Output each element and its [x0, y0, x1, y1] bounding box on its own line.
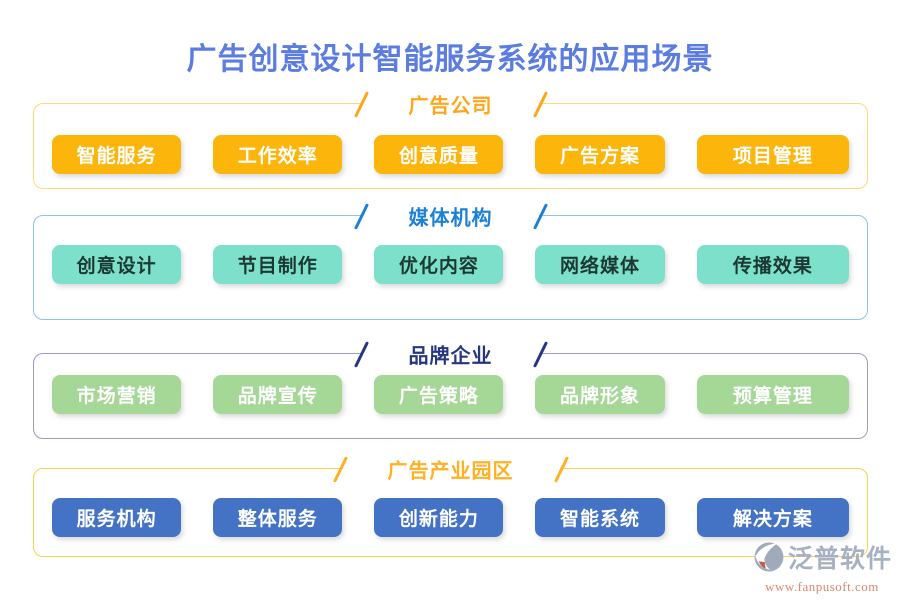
scenario-button[interactable]: 优化内容 [374, 245, 504, 284]
section-header: 广告产业园区 [332, 452, 569, 486]
scenario-button[interactable]: 创意质量 [374, 135, 504, 174]
scenario-button[interactable]: 整体服务 [213, 498, 343, 537]
scenario-button[interactable]: 网络媒体 [535, 245, 665, 284]
section-header: 媒体机构 [353, 199, 548, 233]
scenario-button[interactable]: 市场营销 [52, 375, 182, 414]
watermark-brand: 泛普软件 [787, 546, 892, 574]
section-header: 品牌企业 [353, 337, 548, 371]
section-title: 品牌企业 [362, 337, 539, 371]
scenario-button[interactable]: 广告方案 [535, 135, 665, 174]
section-title: 广告产业园区 [341, 452, 560, 486]
section-brand-enterprise: 品牌企业 市场营销品牌宣传广告策略品牌形象预算管理 [33, 337, 868, 439]
scenario-button[interactable]: 节目制作 [213, 245, 343, 284]
scenario-button[interactable]: 项目管理 [696, 135, 850, 174]
scenario-button[interactable]: 品牌宣传 [213, 375, 343, 414]
fanpusoft-logo-icon [752, 540, 786, 579]
scenario-button[interactable]: 智能系统 [535, 498, 665, 537]
scenario-button[interactable]: 工作效率 [213, 135, 343, 174]
button-row: 创意设计节目制作优化内容网络媒体传播效果 [52, 245, 850, 284]
button-row: 市场营销品牌宣传广告策略品牌形象预算管理 [52, 375, 850, 414]
scenario-button[interactable]: 预算管理 [696, 375, 850, 414]
scenario-button[interactable]: 智能服务 [52, 135, 182, 174]
button-row: 服务机构整体服务创新能力智能系统解决方案 [52, 498, 850, 537]
section-header: 广告公司 [353, 87, 548, 121]
scenario-button[interactable]: 服务机构 [52, 498, 182, 537]
section-title: 媒体机构 [362, 199, 539, 233]
watermark-url[interactable]: www.fanpusoft.com [765, 579, 879, 595]
scenario-button[interactable]: 广告策略 [374, 375, 504, 414]
section-ad-company: 广告公司 智能服务工作效率创意质量广告方案项目管理 [33, 87, 868, 189]
scenario-button[interactable]: 创新能力 [374, 498, 504, 537]
fanpusoft-watermark: 泛普软件 www.fanpusoft.com [752, 540, 892, 596]
section-title: 广告公司 [362, 87, 539, 121]
scenario-button[interactable]: 创意设计 [52, 245, 182, 284]
scenario-button[interactable]: 解决方案 [696, 498, 850, 537]
section-ad-industrial-park: 广告产业园区 服务机构整体服务创新能力智能系统解决方案 [33, 452, 868, 557]
scenario-button[interactable]: 传播效果 [696, 245, 850, 284]
button-row: 智能服务工作效率创意质量广告方案项目管理 [52, 135, 850, 174]
scenario-button[interactable]: 品牌形象 [535, 375, 665, 414]
page-title: 广告创意设计智能服务系统的应用场景 [186, 43, 714, 76]
section-media-organization: 媒体机构 创意设计节目制作优化内容网络媒体传播效果 [33, 199, 868, 320]
